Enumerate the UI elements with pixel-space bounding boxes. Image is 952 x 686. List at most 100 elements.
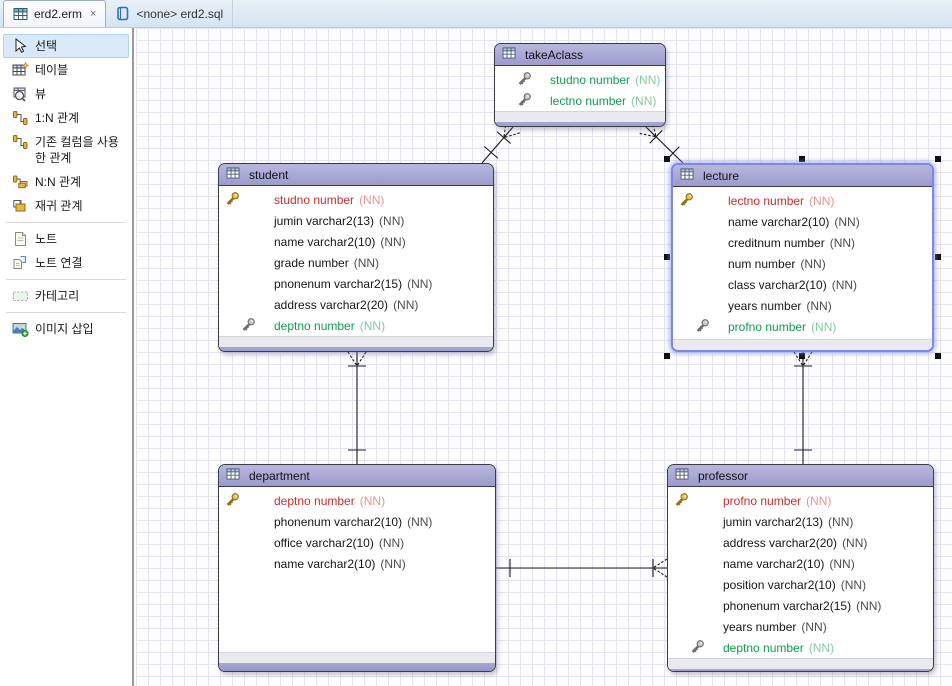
column-label: profno number: [723, 493, 802, 508]
not-null-flag: (NN): [379, 213, 405, 228]
entity-header[interactable]: professor: [668, 465, 933, 487]
column-row-jumin[interactable]: jumin varchar2(13)(NN): [219, 210, 493, 231]
column-label: num number: [728, 256, 796, 271]
palette-item-label: 노트: [35, 232, 58, 246]
relationship-student-department[interactable]: [347, 351, 367, 464]
column-row-name[interactable]: name varchar2(10)(NN): [219, 231, 493, 252]
entity-columns: lectno number(NN)name varchar2(10)(NN)cr…: [673, 187, 932, 339]
palette-item-view[interactable]: 뷰: [3, 82, 129, 106]
relationship-takeaclass-student[interactable]: [481, 121, 520, 164]
column-row-phonenum[interactable]: phonenum varchar2(15)(NN): [668, 595, 933, 616]
tab-erd2-erm[interactable]: erd2.erm ×: [3, 0, 107, 27]
column-label: office varchar2(10): [274, 535, 374, 550]
relationship-department-professor[interactable]: [496, 558, 668, 578]
column-row-deptno[interactable]: deptno number(NN): [219, 315, 493, 336]
palette-item-label: 뷰: [35, 87, 47, 101]
column-row-deptno[interactable]: deptno number(NN): [668, 637, 933, 658]
palette-item-note-link[interactable]: 노트 연결: [3, 251, 129, 275]
table-icon: [680, 168, 696, 183]
selection-handles-lecture[interactable]: [664, 156, 941, 359]
palette-item-insert-image[interactable]: 이미지 삽입: [3, 317, 129, 341]
not-null-flag: (NN): [829, 235, 856, 250]
column-row-deptno[interactable]: deptno number(NN): [219, 490, 495, 511]
column-label: pnonenum varchar2(15): [274, 276, 403, 291]
column-row-studno[interactable]: studno number(NN): [219, 189, 493, 210]
column-label: name varchar2(10): [728, 214, 830, 229]
column-label: phonenum varchar2(15): [723, 598, 852, 613]
entity-header[interactable]: department: [219, 465, 495, 487]
entity-takeaclass[interactable]: takeAclass studno number(NN)lectno numbe…: [494, 43, 666, 127]
column-row-profno[interactable]: profno number(NN): [668, 490, 933, 511]
palette-divider: [6, 222, 126, 223]
column-label: lectno number: [728, 193, 805, 208]
column-row-lectno[interactable]: lectno number(NN): [495, 90, 665, 111]
column-row-profno[interactable]: profno number (NN): [673, 316, 932, 337]
palette-item-category[interactable]: 카테고리: [3, 284, 129, 308]
entity-footer-strip: [219, 336, 493, 347]
tab-close-icon[interactable]: ×: [90, 8, 97, 20]
palette-item-relation-self[interactable]: 재귀 관계: [3, 194, 129, 218]
palette-item-relation-existing-columns[interactable]: 기존 컬럼을 사용한 관계: [3, 130, 129, 170]
column-row-num[interactable]: num number(NN): [673, 253, 932, 274]
column-row-name[interactable]: name varchar2(10)(NN): [668, 553, 933, 574]
column-row-jumin[interactable]: jumin varchar2(13)(NN): [668, 511, 933, 532]
column-row-years[interactable]: years number(NN): [673, 295, 932, 316]
column-row-lectno[interactable]: lectno number(NN): [673, 190, 932, 211]
column-row-grade[interactable]: grade number(NN): [219, 252, 493, 273]
column-row-creditnum[interactable]: creditnum number(NN): [673, 232, 932, 253]
palette-item-relation-1n[interactable]: 1:N 관계: [3, 106, 129, 130]
relationship-lecture-professor[interactable]: [793, 351, 813, 464]
entity-header[interactable]: student: [219, 164, 493, 186]
entity-header[interactable]: takeAclass: [495, 44, 665, 66]
column-row-years[interactable]: years number(NN): [668, 616, 933, 637]
foreign-key-icon: [694, 318, 710, 334]
not-null-flag: (NN): [359, 493, 386, 508]
table-icon: [675, 468, 691, 483]
column-row-pnonenum[interactable]: pnonenum varchar2(15)(NN): [219, 273, 493, 294]
entity-student[interactable]: student studno number(NN)jumin varchar2(…: [218, 163, 494, 352]
not-null-flag: (NN): [635, 72, 661, 87]
entity-lecture[interactable]: lecture lectno number(NN)name varchar2(1…: [671, 163, 934, 352]
primary-foreign-key-icon: [516, 92, 532, 108]
column-row-studno[interactable]: studno number (NN): [495, 69, 665, 90]
palette-item-label: 1:N 관계: [35, 111, 80, 125]
category-icon: [12, 288, 29, 304]
palette-item-relation-nn[interactable]: N:N 관계: [3, 170, 129, 194]
entity-department[interactable]: department deptno number(NN)phonenum var…: [218, 464, 496, 672]
column-row-position[interactable]: position varchar2(10)(NN): [668, 574, 933, 595]
not-null-flag: (NN): [359, 318, 386, 333]
not-null-flag: (NN): [359, 192, 385, 207]
column-row-address[interactable]: address varchar2(20)(NN): [668, 532, 933, 553]
not-null-flag: (NN): [842, 535, 868, 550]
entity-columns: studno number(NN)jumin varchar2(13)(NN)n…: [219, 186, 493, 336]
column-label: studno number: [550, 72, 631, 87]
erm-table-file-icon: [13, 7, 29, 22]
column-row-office[interactable]: office varchar2(10)(NN): [219, 532, 495, 553]
view-magnifier-icon: [12, 86, 29, 102]
column-row-address[interactable]: address varchar2(20)(NN): [219, 294, 493, 315]
editor-tab-bar: erd2.erm × <none> erd2.sql: [0, 0, 952, 28]
palette-item-note[interactable]: 노트: [3, 227, 129, 251]
sql-file-icon: [115, 6, 131, 21]
palette-item-table[interactable]: 테이블: [3, 58, 129, 82]
column-label: profno number: [728, 319, 807, 334]
not-null-flag: (NN): [806, 298, 832, 313]
entity-professor[interactable]: professor profno number(NN)jumin varchar…: [667, 464, 934, 672]
entity-footer-bar: [668, 669, 933, 671]
entity-footer-strip: [673, 339, 932, 350]
entity-footer-strip: [495, 111, 665, 122]
column-row-name[interactable]: name varchar2(10)(NN): [673, 211, 932, 232]
entity-header[interactable]: lecture: [673, 165, 932, 187]
not-null-flag: (NN): [811, 319, 837, 334]
not-null-flag: (NN): [631, 93, 657, 108]
not-null-flag: (NN): [829, 556, 855, 571]
palette-item-select[interactable]: 선택: [3, 34, 129, 58]
entity-columns: deptno number(NN)phonenum varchar2(10)(N…: [219, 487, 495, 652]
tab-erd2-sql[interactable]: <none> erd2.sql: [106, 0, 234, 27]
column-row-class[interactable]: class varchar2(10)(NN): [673, 274, 932, 295]
column-row-name[interactable]: name varchar2(10)(NN): [219, 553, 495, 574]
column-row-phonenum[interactable]: phonenum varchar2(10)(NN): [219, 511, 495, 532]
entity-title: student: [249, 167, 289, 182]
column-label: class varchar2(10): [728, 277, 827, 292]
diagram-canvas[interactable]: takeAclass studno number(NN)lectno numbe…: [136, 28, 952, 686]
